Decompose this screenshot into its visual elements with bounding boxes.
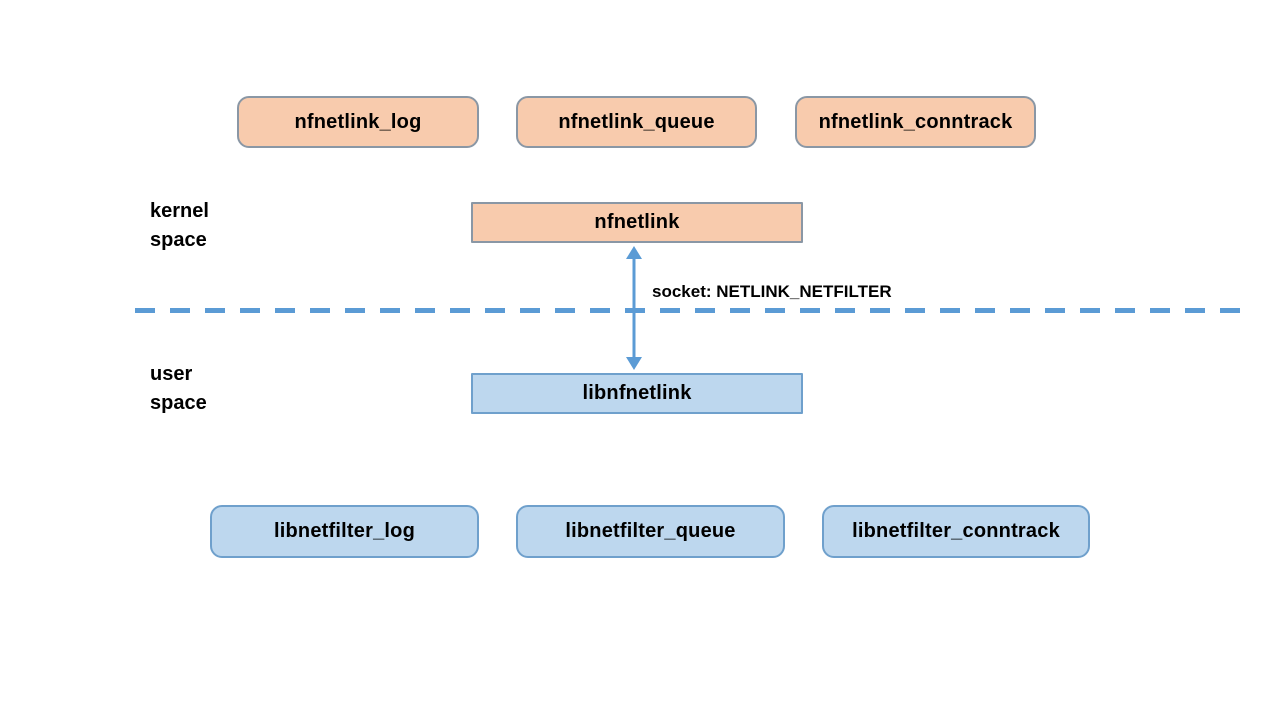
kernel-space-label-line2: space: [150, 229, 207, 251]
user-library-box-libnetfilter-queue: libnetfilter_queue: [516, 505, 785, 558]
arrow-head-up-icon: [626, 246, 642, 259]
user-core-box-libnfnetlink: libnfnetlink: [471, 373, 803, 414]
kernel-module-box-nfnetlink-conntrack: nfnetlink_conntrack: [795, 96, 1036, 148]
kernel-user-boundary-line: [135, 308, 1240, 313]
user-library-box-libnetfilter-conntrack: libnetfilter_conntrack: [822, 505, 1090, 558]
socket-label: socket: NETLINK_NETFILTER: [652, 282, 892, 301]
kernel-module-box-nfnetlink-log: nfnetlink_log: [237, 96, 479, 148]
kernel-space-label: kernel space: [150, 197, 209, 255]
kernel-module-box-nfnetlink-queue: nfnetlink_queue: [516, 96, 757, 148]
user-space-label: user space: [150, 360, 207, 418]
kernel-core-box-nfnetlink: nfnetlink: [471, 202, 803, 243]
user-space-label-line1: user: [150, 363, 193, 385]
arrow-head-down-icon: [626, 357, 642, 370]
kernel-space-label-line1: kernel: [150, 200, 209, 222]
user-library-box-libnetfilter-log: libnetfilter_log: [210, 505, 479, 558]
user-space-label-line2: space: [150, 392, 207, 414]
